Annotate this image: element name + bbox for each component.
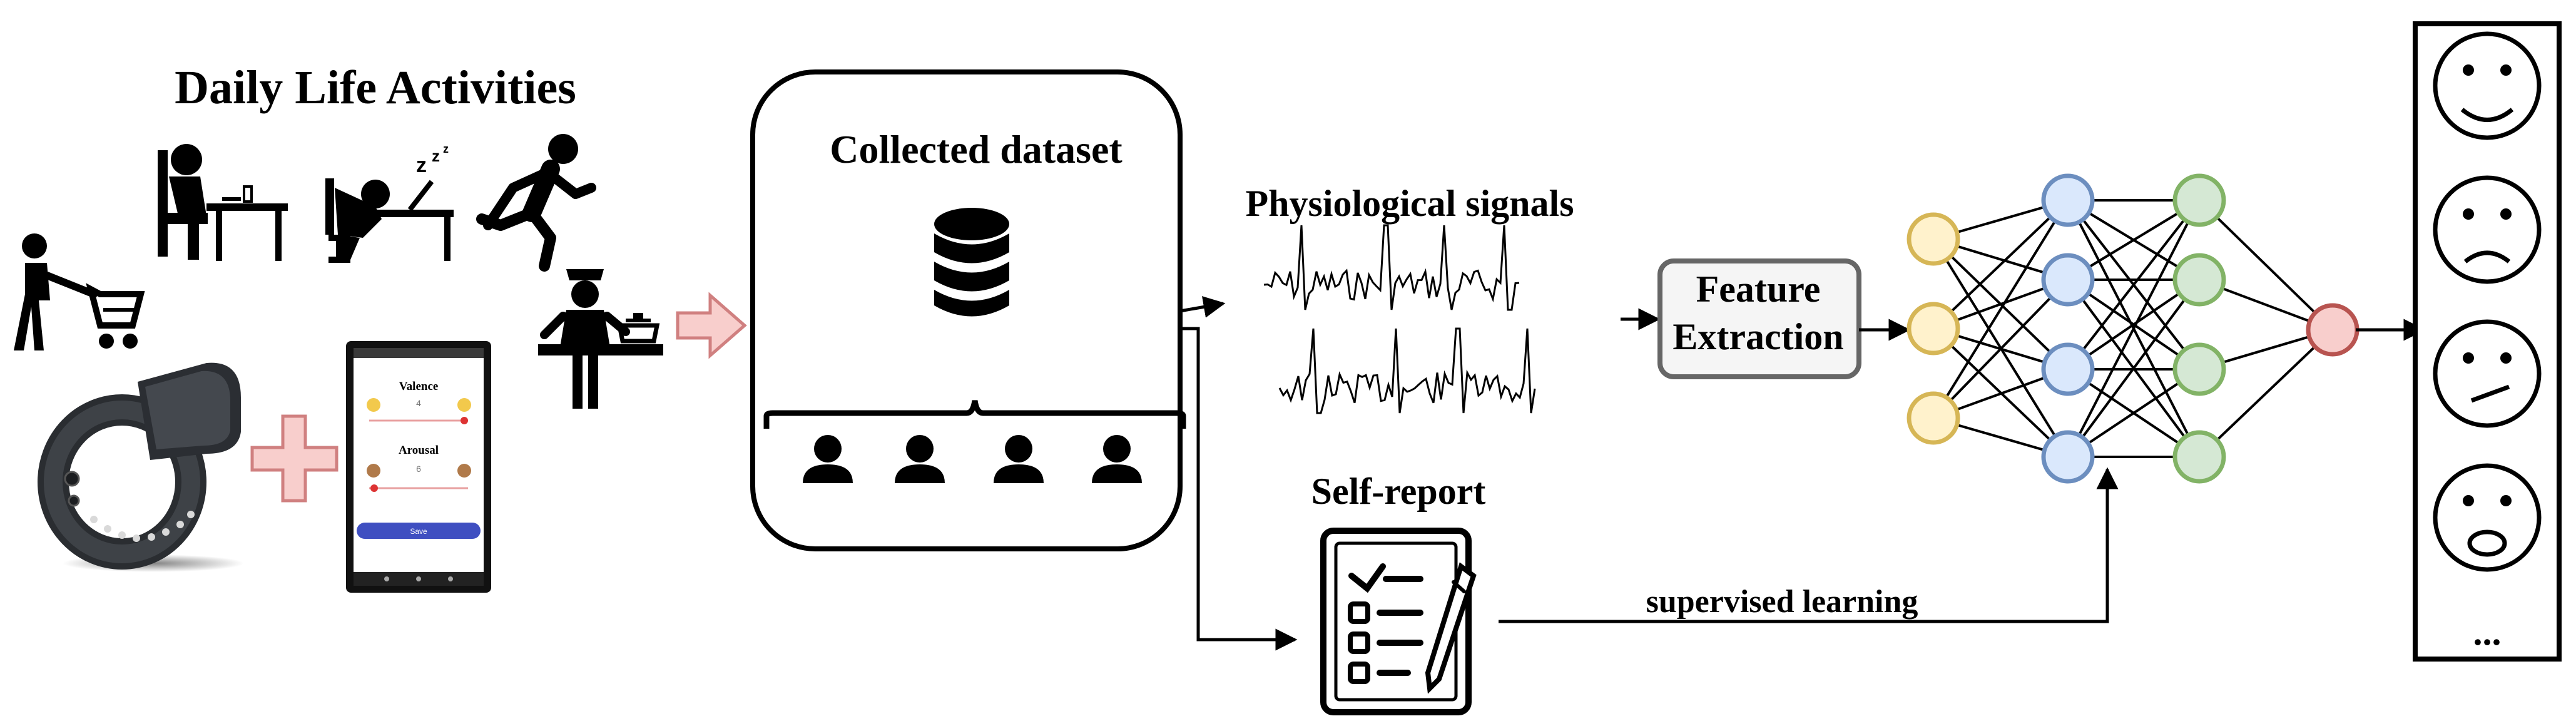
neutral-face-icon: [2433, 319, 2542, 428]
supervised-learning-arrow: [1499, 467, 2119, 623]
network-edge: [1932, 279, 2069, 419]
hidden-layer-2-node: [2172, 342, 2226, 396]
collected-dataset-label: Collected dataset: [830, 127, 1123, 171]
supervised-learning-label: supervised learning: [1646, 584, 1918, 620]
input-node: [1907, 212, 1960, 266]
surprised-face-icon: [2433, 463, 2542, 572]
user-icon: [803, 435, 853, 483]
user-icon: [1092, 435, 1142, 483]
input-node: [1907, 302, 1960, 355]
self-report-label: Self-report: [1311, 471, 1486, 512]
hidden-layer-1-node: [2041, 253, 2095, 307]
plus-icon: [250, 414, 339, 503]
excited-emoji-icon: [457, 464, 471, 478]
network-edge: [1932, 199, 2069, 419]
input-node: [1907, 391, 1960, 445]
eating-person-icon: [158, 144, 288, 261]
valence-label: Valence: [399, 380, 439, 393]
subjects-brace: [763, 400, 1186, 429]
hidden-layer-1-node: [2041, 173, 2095, 227]
daily-life-activities-title: Daily Life Activities: [175, 61, 576, 114]
hidden-layer-2-node: [2172, 430, 2226, 484]
user-icon: [994, 435, 1044, 483]
save-button-label: Save: [410, 527, 427, 536]
signal-waveforms: [1263, 224, 1536, 414]
valence-value: 4: [416, 398, 421, 408]
user-icon: [895, 435, 945, 483]
network-edge: [1932, 199, 2069, 330]
svg-text:z: z: [443, 143, 449, 155]
physiological-signals-label: Physiological signals: [1245, 183, 1574, 224]
hidden-layer-1-node: [2041, 430, 2095, 484]
calm-emoji-icon: [367, 464, 380, 478]
network-edge: [2067, 199, 2201, 371]
network-connections: [1932, 199, 2334, 458]
wristband-icon: [38, 362, 244, 572]
network-edge: [2198, 199, 2334, 331]
hidden-layer-2-node: [2172, 253, 2226, 307]
network-edge: [2198, 329, 2334, 458]
sad-emoji-icon: [367, 398, 380, 412]
collected-dataset-box: Collected dataset: [750, 69, 1186, 551]
network-nodes: [1907, 173, 2360, 484]
feature-label: Feature: [1696, 268, 1821, 310]
svg-text:z: z: [432, 146, 440, 165]
save-button: [357, 523, 481, 539]
extraction-label: Extraction: [1672, 316, 1843, 357]
shopping-cart-person-icon: [14, 233, 145, 350]
sad-face-icon: [2433, 175, 2542, 284]
cooking-person-icon: [538, 269, 663, 409]
signal-waveform: [1278, 327, 1536, 414]
dataset-connectors: [1179, 296, 1298, 651]
emotion-panel: ...: [2413, 21, 2562, 662]
happy-emoji-icon: [457, 398, 471, 412]
output-node: [2306, 303, 2360, 357]
more-emotions-ellipsis: ...: [2473, 611, 2502, 653]
feature-extraction-box: Feature Extraction: [1657, 258, 1861, 379]
network-edge: [2067, 200, 2201, 458]
hidden-layer-1-node: [2041, 342, 2095, 396]
network-edge: [2067, 279, 2201, 458]
running-person-icon: [476, 134, 596, 272]
block-arrow: [676, 292, 747, 359]
svg-text:z: z: [416, 153, 427, 177]
smartphone-app-icon: Valence 4 Arousal 6 Save: [346, 341, 491, 593]
arousal-value: 6: [416, 464, 421, 474]
happy-face-icon: [2433, 31, 2542, 140]
signal-waveform: [1263, 224, 1520, 311]
hidden-layer-2-node: [2172, 173, 2226, 227]
database-icon: [934, 208, 1009, 317]
arousal-label: Arousal: [399, 444, 439, 457]
clipboard-checklist-icon: [1320, 528, 1477, 715]
sleeping-at-desk-icon: z z z: [325, 143, 454, 263]
